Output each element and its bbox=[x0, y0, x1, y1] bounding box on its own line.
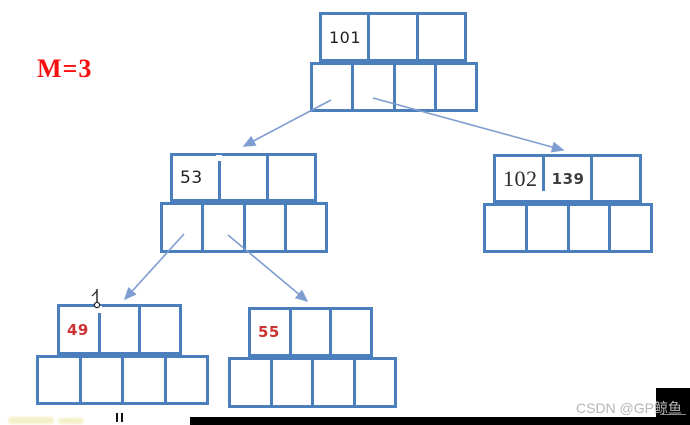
pointer-cell bbox=[163, 205, 205, 250]
pointer-cell bbox=[246, 205, 287, 250]
key-value: 49 bbox=[67, 320, 89, 339]
divider-gap bbox=[96, 306, 102, 313]
btree-node-leaf2-pointers bbox=[228, 357, 397, 408]
highlighter-smudge bbox=[8, 417, 54, 424]
key-value: 139 bbox=[551, 169, 585, 188]
btree-node-left-pointers bbox=[160, 202, 328, 253]
pointer-cell bbox=[396, 65, 437, 109]
key-cell: 139 bbox=[545, 157, 594, 200]
key-cell bbox=[292, 310, 333, 354]
pointer-cell bbox=[273, 360, 314, 405]
pointer-cell bbox=[570, 206, 612, 250]
key-cell bbox=[141, 307, 179, 352]
key-cell bbox=[269, 156, 314, 199]
watermark: CSDN @GP鲸鱼 bbox=[576, 400, 682, 416]
key-cell bbox=[332, 310, 370, 354]
pointer-cell bbox=[204, 205, 246, 250]
key-cell: 101 bbox=[322, 15, 371, 59]
pointer-cell bbox=[437, 65, 475, 109]
pointer-cell bbox=[354, 65, 396, 109]
key-cell bbox=[101, 307, 142, 352]
pointer-cell bbox=[528, 206, 570, 250]
pointer-cell bbox=[611, 206, 650, 250]
pointer-cell bbox=[167, 358, 207, 402]
key-cell: 55 bbox=[251, 310, 292, 354]
pointer-cell bbox=[287, 205, 325, 250]
pointer-cell bbox=[82, 358, 124, 402]
btree-node-root-pointers bbox=[310, 62, 478, 112]
divider-gap bbox=[540, 191, 546, 200]
key-cell bbox=[593, 157, 639, 200]
btree-node-right-pointers bbox=[483, 203, 653, 253]
key-value: 101 bbox=[329, 27, 362, 47]
key-cell: 49 bbox=[60, 307, 101, 352]
order-label: M=3 bbox=[37, 54, 93, 83]
btree-node-leaf1-pointers bbox=[36, 355, 209, 405]
pointer-cell bbox=[356, 360, 395, 405]
tick-marks bbox=[116, 413, 126, 423]
key-value: 55 bbox=[258, 323, 280, 341]
btree-node-right-keys: 102 139 bbox=[493, 154, 642, 203]
key-value: 102 bbox=[503, 165, 538, 191]
key-value: 53 bbox=[180, 167, 203, 188]
black-redaction-bar bbox=[190, 417, 690, 425]
pointer-cell bbox=[124, 358, 167, 402]
divider-gap bbox=[216, 155, 222, 161]
btree-node-leaf2-keys: 55 bbox=[248, 307, 373, 357]
btree-node-leaf1-keys: 49 bbox=[57, 304, 182, 355]
btree-node-root-keys: 101 bbox=[319, 12, 467, 62]
key-cell bbox=[221, 156, 269, 199]
watermark-underline bbox=[660, 414, 686, 415]
key-cell bbox=[370, 15, 419, 59]
key-cell: 53 bbox=[173, 156, 221, 199]
btree-node-left-keys: 53 bbox=[170, 153, 317, 202]
black-corner-block bbox=[656, 388, 690, 425]
key-cell bbox=[419, 15, 464, 59]
key-cell: 102 bbox=[496, 157, 545, 200]
highlighter-smudge bbox=[58, 418, 84, 424]
pointer-cell bbox=[313, 65, 355, 109]
pointer-cell bbox=[314, 360, 356, 405]
pointer-cell bbox=[39, 358, 82, 402]
pointer-cell bbox=[486, 206, 528, 250]
pointer-cell bbox=[231, 360, 273, 405]
